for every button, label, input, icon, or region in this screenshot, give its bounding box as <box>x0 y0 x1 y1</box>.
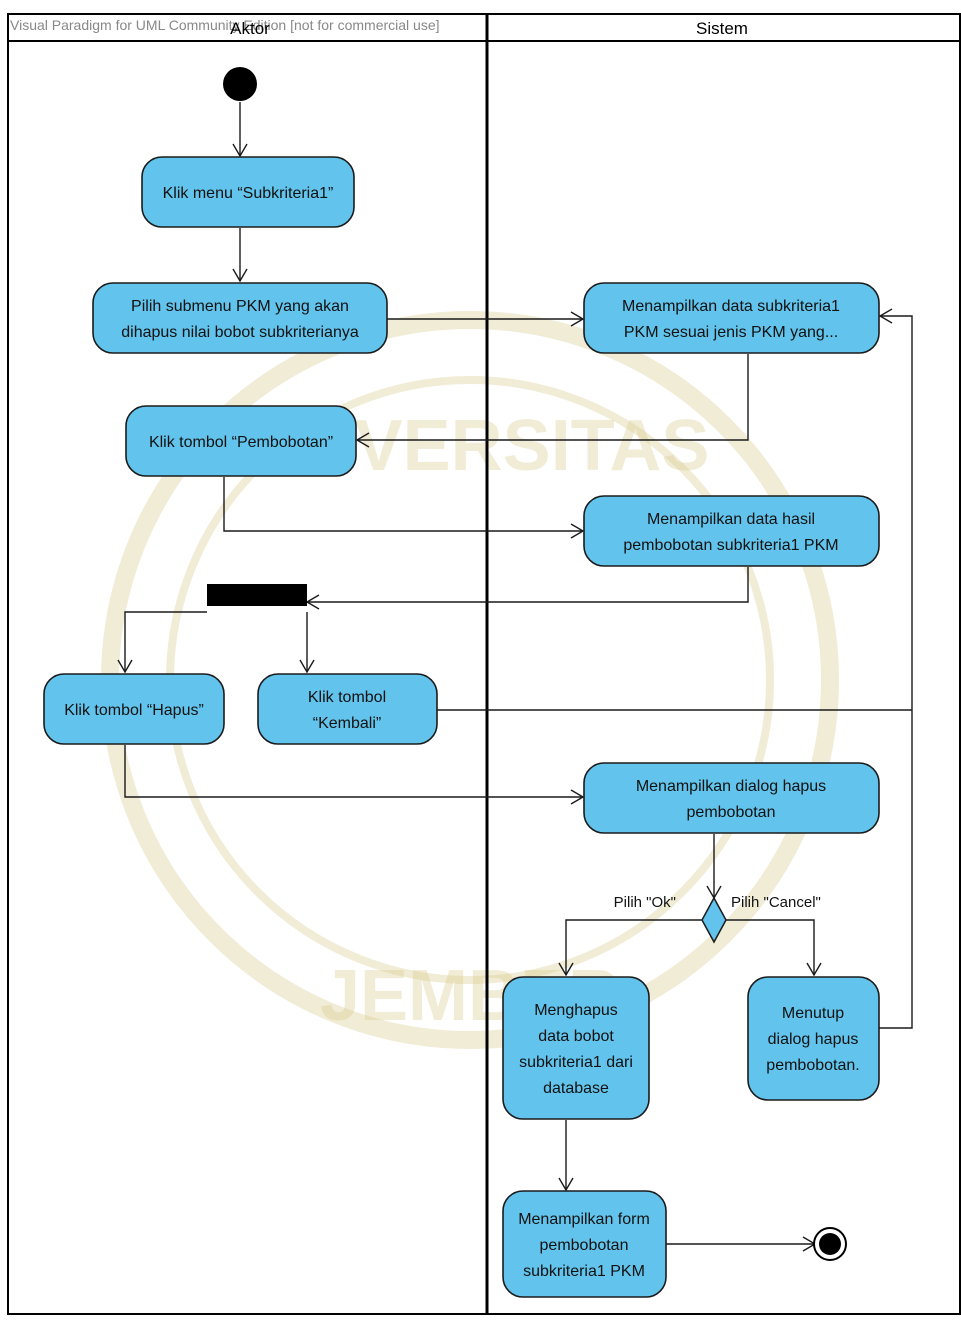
guard-ok: Pilih "Ok" <box>614 894 676 911</box>
label-line: pembobotan. <box>766 1057 859 1074</box>
action-tampil-form-label: Menampilkan form pembobotan subkriteria1 P… <box>518 1211 650 1280</box>
swimlane-frame <box>7 13 961 1315</box>
action-klik-kembali: Klik tombol “Kembali” <box>257 673 438 745</box>
action-klik-kembali-label: Klik tombol “Kembali” <box>308 689 386 732</box>
label-line: PKM sesuai jenis PKM yang... <box>624 324 838 341</box>
flow-klik-pembobotan-to-tampil-hasil <box>223 477 585 539</box>
label-line: subkriteria1 PKM <box>523 1263 645 1280</box>
label-line: pembobotan <box>687 804 776 821</box>
flow-tampil-hasil-to-fork <box>305 567 749 610</box>
action-klik-pembobotan-label: Klik tombol “Pembobotan” <box>149 434 333 451</box>
action-tampil-form: Menampilkan form pembobotan subkriteria1 P… <box>502 1190 667 1298</box>
decision-node <box>701 896 727 944</box>
label-line: subkriteria1 dari <box>519 1054 633 1071</box>
lane-title-system: Sistem <box>696 19 748 38</box>
action-klik-pembobotan: Klik tombol “Pembobotan” <box>125 405 357 477</box>
action-tampil-hasil-label: Menampilkan data hasil pembobotan subkrit… <box>623 511 838 554</box>
action-menutup: Menutup dialog hapus pembobotan. <box>747 976 880 1101</box>
action-klik-hapus-label: Klik tombol “Hapus” <box>64 702 204 719</box>
label-line: Klik tombol <box>308 689 386 706</box>
flow-decision-to-menutup <box>726 919 822 977</box>
label-line: Klik tombol “Pembobotan” <box>149 434 333 451</box>
label-line: Menampilkan dialog hapus <box>636 778 826 795</box>
label-line: pembobotan <box>540 1237 629 1254</box>
label-line: pembobotan subkriteria1 PKM <box>623 537 838 554</box>
final-node <box>813 1227 847 1261</box>
control-flows <box>117 102 913 1252</box>
action-klik-hapus: Klik tombol “Hapus” <box>43 673 225 745</box>
action-klik-menu-label: Klik menu “Subkriteria1” <box>163 185 334 202</box>
fork-bar <box>207 584 307 606</box>
label-line: “Kembali” <box>313 715 381 732</box>
action-tampil-hasil: Menampilkan data hasil pembobotan subkrit… <box>583 495 880 567</box>
flow-return-to-tampil-data <box>878 308 913 1029</box>
label-line: Pilih submenu PKM yang akan <box>131 298 349 315</box>
action-pilih-submenu: Pilih submenu PKM yang akan dihapus nilai… <box>92 282 388 354</box>
label-line: Menampilkan data hasil <box>647 511 815 528</box>
label-line: dialog hapus <box>768 1031 859 1048</box>
label-line: Menutup <box>782 1005 844 1022</box>
label-line: Menghapus <box>534 1002 618 1019</box>
flow-fork-to-klik-hapus <box>117 611 207 674</box>
guard-cancel: Pilih "Cancel" <box>731 894 821 911</box>
label-line: Klik tombol “Hapus” <box>64 702 204 719</box>
label-line: Klik menu “Subkriteria1” <box>163 185 334 202</box>
action-menghapus: Menghapus data bobot subkriteria1 dari data… <box>502 976 650 1120</box>
initial-node <box>223 67 257 101</box>
label-line: data bobot <box>538 1028 614 1045</box>
action-klik-menu: Klik menu “Subkriteria1” <box>141 156 355 228</box>
flow-klik-hapus-to-tampil-dialog <box>124 745 585 805</box>
action-menutup-label: Menutup dialog hapus pembobotan. <box>766 1005 859 1074</box>
lane-title-actor: Aktor <box>230 19 270 38</box>
action-tampil-dialog-label: Menampilkan dialog hapus pembobotan <box>636 778 826 821</box>
label-line: dihapus nilai bobot subkriterianya <box>121 324 359 341</box>
action-pilih-submenu-label: Pilih submenu PKM yang akan dihapus nilai… <box>121 298 359 341</box>
label-line: Menampilkan form <box>518 1211 650 1228</box>
action-menghapus-label: Menghapus data bobot subkriteria1 dari data… <box>519 1002 633 1097</box>
label-line: database <box>543 1080 609 1097</box>
flow-tampil-data-to-klik-pembobotan <box>355 354 749 448</box>
action-tampil-dialog: Menampilkan dialog hapus pembobotan <box>583 762 880 834</box>
label-line: Menampilkan data subkriteria1 <box>622 298 840 315</box>
flow-decision-to-menghapus <box>558 919 702 977</box>
tool-watermark: Visual Paradigm for UML Community Editio… <box>10 17 440 33</box>
